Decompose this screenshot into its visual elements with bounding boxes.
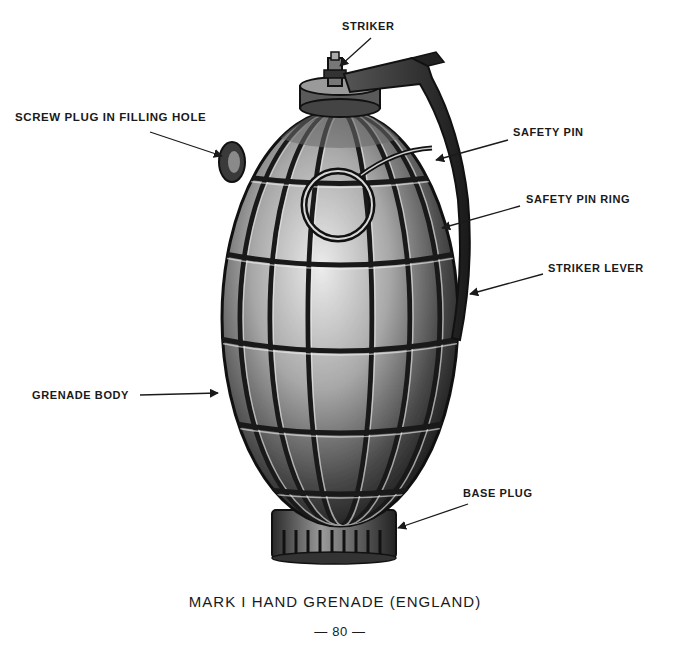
striker bbox=[324, 52, 346, 86]
screw-plug bbox=[219, 142, 245, 182]
part-label: STRIKER LEVER bbox=[548, 263, 644, 274]
part-label: BASE PLUG bbox=[463, 488, 533, 499]
grenade-body bbox=[215, 88, 465, 526]
part-label: STRIKER bbox=[342, 21, 394, 32]
safety-pin bbox=[304, 148, 432, 239]
part-label: SCREW PLUG IN FILLING HOLE bbox=[15, 112, 206, 124]
part-label: SAFETY PIN bbox=[513, 127, 584, 138]
page-number: — 80 — bbox=[314, 625, 365, 638]
striker-lever bbox=[344, 52, 470, 340]
part-label: GRENADE BODY bbox=[32, 390, 129, 401]
part-label: SAFETY PIN RING bbox=[526, 194, 630, 205]
figure-caption: MARK I HAND GRENADE (ENGLAND) bbox=[189, 594, 481, 609]
